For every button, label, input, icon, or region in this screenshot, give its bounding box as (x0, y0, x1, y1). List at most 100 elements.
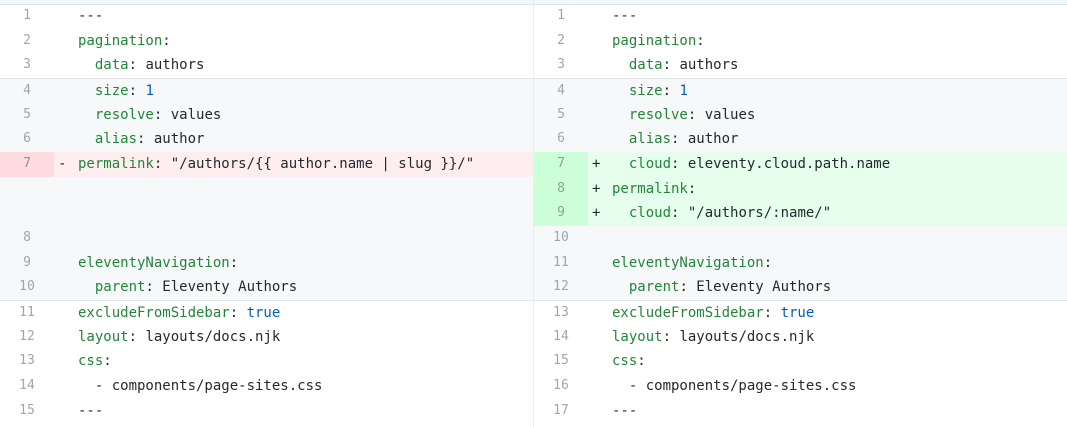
yaml-separator: : (162, 32, 171, 49)
yaml-key: parent (94, 279, 146, 296)
line-number[interactable]: 13 (19, 353, 35, 369)
code-line: --- (78, 4, 103, 29)
yaml-key: data (94, 57, 129, 74)
yaml-value: "/authors/:name/" (687, 205, 832, 222)
diff-row: 8+permalink: (534, 176, 1067, 202)
line-number[interactable]: 13 (553, 304, 569, 320)
line-number[interactable]: 8 (23, 229, 31, 245)
diff-row: 12 parent: Eleventy Authors (534, 275, 1067, 300)
line-number[interactable]: 9 (534, 201, 588, 226)
yaml-separator: : (662, 57, 680, 74)
line-number[interactable]: 17 (553, 402, 569, 418)
line-number[interactable]: 2 (557, 32, 565, 48)
diff-row: 12 layout: layouts/docs.njk (0, 325, 534, 350)
yaml-key: alias (628, 131, 672, 148)
code-indent (612, 107, 629, 123)
yaml-key: eleventyNavigation (78, 254, 230, 271)
yaml-key: permalink (78, 155, 154, 172)
code-indent (612, 156, 629, 172)
code-line: size: 1 (78, 79, 154, 104)
diff-row: 8 (0, 225, 534, 251)
diff-row: 4 size: 1 (0, 77, 534, 104)
code-indent (78, 279, 95, 295)
code-indent (612, 131, 629, 147)
line-number[interactable]: 10 (553, 229, 569, 245)
line-number[interactable]: 12 (19, 328, 35, 344)
yaml-key: cloud (628, 205, 672, 222)
line-number[interactable]: 6 (23, 131, 31, 147)
yaml-separator: : (145, 279, 163, 296)
code-indent (78, 378, 95, 394)
line-number[interactable]: 14 (19, 377, 35, 393)
line-number[interactable]: 11 (19, 304, 35, 320)
code-line: --- (612, 399, 637, 424)
yaml-separator: : (671, 131, 688, 148)
line-number[interactable]: 2 (23, 32, 31, 48)
yaml-value: authors (679, 57, 739, 74)
diff-row: 1--- (534, 4, 1067, 29)
line-number[interactable]: 11 (553, 254, 569, 270)
yaml-value: values (704, 106, 756, 123)
line-number[interactable]: 12 (553, 279, 569, 295)
code-line: css: (78, 349, 112, 374)
line-number[interactable]: 4 (23, 82, 31, 98)
yaml-value: true (780, 304, 815, 321)
yaml-value: 1 (679, 82, 688, 99)
line-number[interactable]: 4 (557, 82, 565, 98)
line-number[interactable]: 1 (23, 8, 31, 23)
yaml-separator: : (128, 328, 146, 345)
line-number[interactable]: 15 (19, 402, 35, 418)
code-line: alias: author (612, 127, 739, 152)
line-number[interactable]: 16 (553, 377, 569, 393)
line-number[interactable]: 6 (557, 131, 565, 147)
yaml-value: layouts/docs.njk (145, 328, 281, 345)
code-line: layout: layouts/docs.njk (78, 325, 280, 350)
yaml-separator: : (128, 82, 146, 99)
yaml-value: layouts/docs.njk (679, 328, 815, 345)
yaml-key: size (94, 82, 129, 99)
line-number[interactable]: 5 (557, 106, 565, 122)
line-number[interactable]: 3 (557, 57, 565, 73)
yaml-value: values (170, 106, 222, 123)
code-line: data: authors (612, 53, 739, 78)
yaml-key: css (78, 353, 104, 370)
diff-row: 10 (534, 225, 1067, 251)
diff-row: 7+ cloud: eleventy.cloud.path.name (534, 151, 1067, 177)
code-indent (612, 57, 629, 73)
code-line: data: authors (78, 53, 205, 78)
line-number[interactable]: 15 (553, 353, 569, 369)
code-indent (78, 83, 95, 99)
line-number[interactable]: 1 (557, 8, 565, 23)
line-number[interactable]: 10 (19, 279, 35, 295)
code-indent (78, 57, 95, 73)
line-number[interactable]: 7 (534, 151, 588, 177)
diff-row: 1 --- (0, 4, 534, 29)
line-number[interactable]: 8 (534, 176, 588, 202)
diff-row-empty (0, 201, 534, 226)
diff-row: 3 data: authors (0, 53, 534, 78)
line-number[interactable]: 3 (23, 57, 31, 73)
code-line: parent: Eleventy Authors (612, 275, 831, 300)
yaml-separator: : (137, 131, 154, 148)
diff-row: 13 css: (0, 349, 534, 374)
yaml-separator: : (687, 106, 705, 123)
code-line: parent: Eleventy Authors (78, 275, 297, 300)
code-line: cloud: eleventy.cloud.path.name (612, 152, 890, 177)
line-number[interactable]: 14 (553, 328, 569, 344)
line-number[interactable]: 7 (0, 151, 54, 177)
line-number[interactable]: 9 (23, 254, 31, 270)
yaml-separator: : (153, 106, 171, 123)
line-number[interactable]: 5 (23, 106, 31, 122)
yaml-key: resolve (94, 106, 154, 123)
yaml-separator: : (103, 353, 112, 370)
yaml-key: css (612, 353, 638, 370)
diff-row: 10 parent: Eleventy Authors (0, 275, 534, 300)
diff-row: 9+ cloud: "/authors/:name/" (534, 201, 1067, 226)
